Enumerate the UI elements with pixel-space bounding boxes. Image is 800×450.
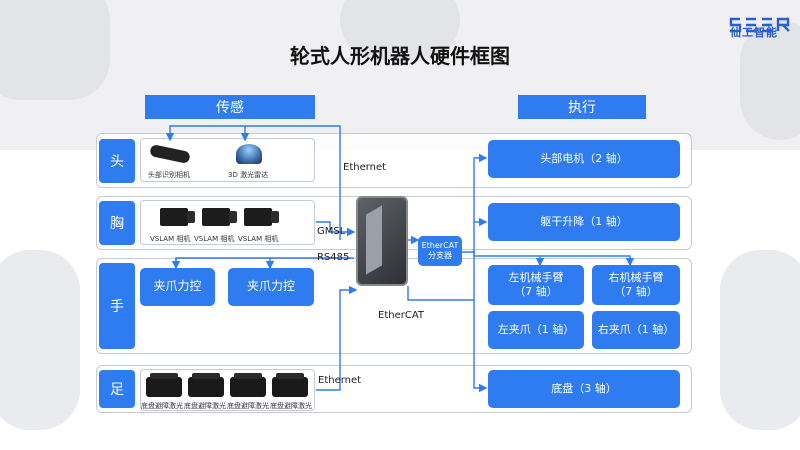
background-robot-bottom-right [720, 250, 800, 430]
ethercat-hub: EtherCAT 分支器 [418, 236, 462, 266]
head-camera-label: 头部识别相机 [148, 171, 190, 179]
vslam-camera-2-image [202, 208, 237, 226]
link-rs485: RS485 [317, 252, 350, 263]
actuator-chassis: 底盘（3 轴） [488, 370, 680, 408]
actuator-head-motor: 头部电机（2 轴） [488, 140, 680, 178]
background-robot-bottom-left [0, 250, 80, 430]
section-label-foot: 足 [99, 370, 135, 408]
section-label-hand: 手 [99, 263, 135, 349]
background-robot-center [340, 0, 460, 60]
background-robot-left [0, 0, 110, 100]
actuator-left-gripper: 左夹爪（1 轴） [488, 311, 584, 349]
gripper-force-left: 夹爪力控 [140, 268, 215, 306]
logo-text: 仙工智能 [730, 26, 778, 39]
link-ethernet-top: Ethernet [343, 162, 387, 173]
section-label-chest: 胸 [99, 201, 135, 245]
chassis-lidar-3-image [230, 373, 266, 397]
seer-logo [729, 17, 790, 33]
head-lidar-label: 3D 激光雷达 [228, 171, 269, 179]
link-ethercat: EtherCAT [378, 310, 424, 321]
section-label-head: 头 [99, 139, 135, 183]
chassis-lidar-1-image [146, 373, 182, 397]
main-controller [356, 196, 408, 286]
chassis-lidar-2-label: 底盘避障激光 [184, 402, 226, 410]
actuator-right-gripper: 右夹爪（1 轴） [592, 311, 680, 349]
chassis-lidar-2-image [188, 373, 224, 397]
chassis-lidar-4-label: 底盘避障激光 [270, 402, 312, 410]
header-sense: 传感 [145, 95, 315, 119]
vslam-camera-2-label: VSLAM 相机 [194, 235, 235, 243]
chassis-lidar-3-label: 底盘避障激光 [227, 402, 269, 410]
diagram-title: 轮式人形机器人硬件框图 [290, 44, 510, 68]
vslam-camera-1-label: VSLAM 相机 [150, 235, 191, 243]
head-lidar-image [236, 144, 262, 164]
background-robot-right [740, 20, 800, 140]
actuator-left-arm: 左机械手臂 （7 轴） [488, 265, 584, 305]
chassis-lidar-4-image [272, 373, 308, 397]
vslam-camera-3-label: VSLAM 相机 [238, 235, 279, 243]
vslam-camera-1-image [160, 208, 195, 226]
header-act: 执行 [518, 95, 646, 119]
link-gmsl: GMSL [317, 226, 346, 237]
chassis-lidar-1-label: 底盘避障激光 [141, 402, 183, 410]
vslam-camera-3-image [244, 208, 279, 226]
link-ethernet-bottom: Ethernet [318, 375, 362, 386]
actuator-torso-lift: 躯干升降（1 轴） [488, 203, 680, 241]
gripper-force-right: 夹爪力控 [228, 268, 314, 306]
actuator-right-arm: 右机械手臂 （7 轴） [592, 265, 680, 305]
